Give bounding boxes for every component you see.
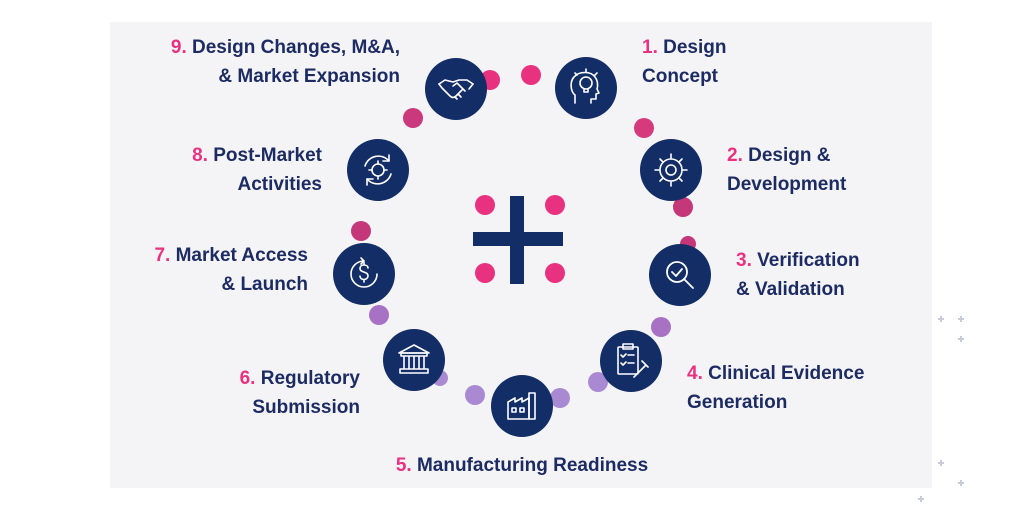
stage-8-line-1: 8. Post-Market bbox=[122, 141, 322, 170]
clipboard-syringe-icon bbox=[600, 330, 662, 392]
stage-4-number: 4. bbox=[687, 363, 703, 384]
stage-7-label: 7. Market Access & Launch bbox=[108, 241, 308, 299]
connector-dot bbox=[673, 197, 693, 217]
connector-dot bbox=[588, 372, 608, 392]
stage-5-icon-badge bbox=[491, 375, 553, 437]
stage-9-subtitle: & Market Expansion bbox=[218, 66, 400, 87]
stage-5-number: 5. bbox=[395, 455, 412, 476]
connector-dot bbox=[550, 388, 570, 408]
stage-7-title: Market Access bbox=[175, 245, 308, 266]
handshake-icon bbox=[425, 58, 487, 120]
stage-1-line-1: 1. Design bbox=[642, 33, 727, 62]
stage-2-line-1: 2. Design & bbox=[727, 141, 846, 170]
stage-4-label: 4. Clinical Evidence Generation bbox=[687, 359, 864, 417]
stage-1-title: Design bbox=[663, 37, 727, 58]
stage-9-number: 9. bbox=[170, 37, 187, 58]
stage-4-line-1: 4. Clinical Evidence bbox=[687, 359, 864, 388]
stage-6-subtitle: Submission bbox=[252, 397, 360, 418]
logo-dot bbox=[475, 195, 495, 215]
stage-5-title: Manufacturing Readiness bbox=[416, 455, 649, 476]
stage-8-number: 8. bbox=[192, 145, 208, 166]
stage-2-label: 2. Design & Development bbox=[727, 141, 846, 199]
center-plus-logo bbox=[473, 195, 565, 284]
stage-5-line-1: 5. Manufacturing Readiness bbox=[378, 451, 666, 480]
stage-6-label: 6. Regulatory Submission bbox=[160, 364, 360, 422]
stage-8-subtitle: Activities bbox=[237, 174, 322, 195]
stage-1-number: 1. bbox=[642, 37, 658, 58]
stage-6-number: 6. bbox=[239, 368, 256, 389]
connector-dot bbox=[634, 118, 654, 138]
stage-8-label: 8. Post-Market Activities bbox=[122, 141, 322, 199]
factory-icon bbox=[491, 375, 553, 437]
magnifier-check-icon bbox=[649, 244, 711, 306]
stage-8-icon-badge bbox=[347, 139, 409, 201]
stage-2-subtitle: Development bbox=[727, 174, 847, 195]
connector-dot bbox=[351, 221, 371, 241]
stage-9-line-1: 9. Design Changes, M&A, bbox=[130, 33, 400, 62]
gear-cycle-icon bbox=[347, 139, 409, 201]
connector-dot bbox=[369, 305, 389, 325]
stage-5-label: 5. Manufacturing Readiness bbox=[378, 451, 666, 480]
connector-dot bbox=[465, 385, 485, 405]
stage-4-title: Clinical Evidence bbox=[708, 363, 865, 384]
stage-1-label: 1. Design Concept bbox=[642, 33, 727, 91]
stage-9-title: Design Changes, M&A, bbox=[192, 37, 400, 58]
logo-dot bbox=[545, 263, 565, 283]
plus-horizontal-bar bbox=[473, 232, 563, 246]
stage-8-title: Post-Market bbox=[213, 145, 322, 166]
stage-2-icon-badge bbox=[640, 139, 702, 201]
logo-dot bbox=[545, 195, 565, 215]
stage-7-line-1: 7. Market Access bbox=[108, 241, 308, 270]
stage-1-subtitle: Concept bbox=[642, 66, 718, 87]
government-building-icon bbox=[383, 329, 445, 391]
stage-7-number: 7. bbox=[154, 245, 171, 266]
logo-dot bbox=[475, 263, 495, 283]
stage-3-icon-badge bbox=[649, 244, 711, 306]
connector-dot bbox=[521, 65, 541, 85]
stage-4-icon-badge bbox=[600, 330, 662, 392]
stage-6-title: Regulatory bbox=[260, 368, 360, 389]
connector-dot bbox=[651, 317, 671, 337]
stage-3-title: Verification bbox=[757, 250, 860, 271]
stage-3-label: 3. Verification & Validation bbox=[736, 246, 860, 304]
stage-3-subtitle: & Validation bbox=[736, 279, 845, 300]
dollar-cycle-icon bbox=[333, 243, 395, 305]
connector-dot bbox=[403, 108, 423, 128]
stage-7-icon-badge bbox=[333, 243, 395, 305]
stage-9-label: 9. Design Changes, M&A, & Market Expansi… bbox=[130, 33, 400, 91]
stage-3-line-1: 3. Verification bbox=[736, 246, 860, 275]
stage-2-number: 2. bbox=[727, 145, 743, 166]
corner-decoration bbox=[918, 316, 964, 502]
stage-7-subtitle: & Launch bbox=[221, 274, 308, 295]
stage-6-line-1: 6. Regulatory bbox=[160, 364, 360, 393]
stage-2-title: Design & bbox=[748, 145, 831, 166]
lightbulb-head-icon bbox=[555, 57, 617, 119]
stage-6-icon-badge bbox=[383, 329, 445, 391]
gear-target-icon bbox=[640, 139, 702, 201]
stage-9-icon-badge bbox=[425, 58, 487, 120]
stage-1-icon-badge bbox=[555, 57, 617, 119]
stage-3-number: 3. bbox=[736, 250, 752, 271]
stage-4-subtitle: Generation bbox=[687, 392, 788, 413]
